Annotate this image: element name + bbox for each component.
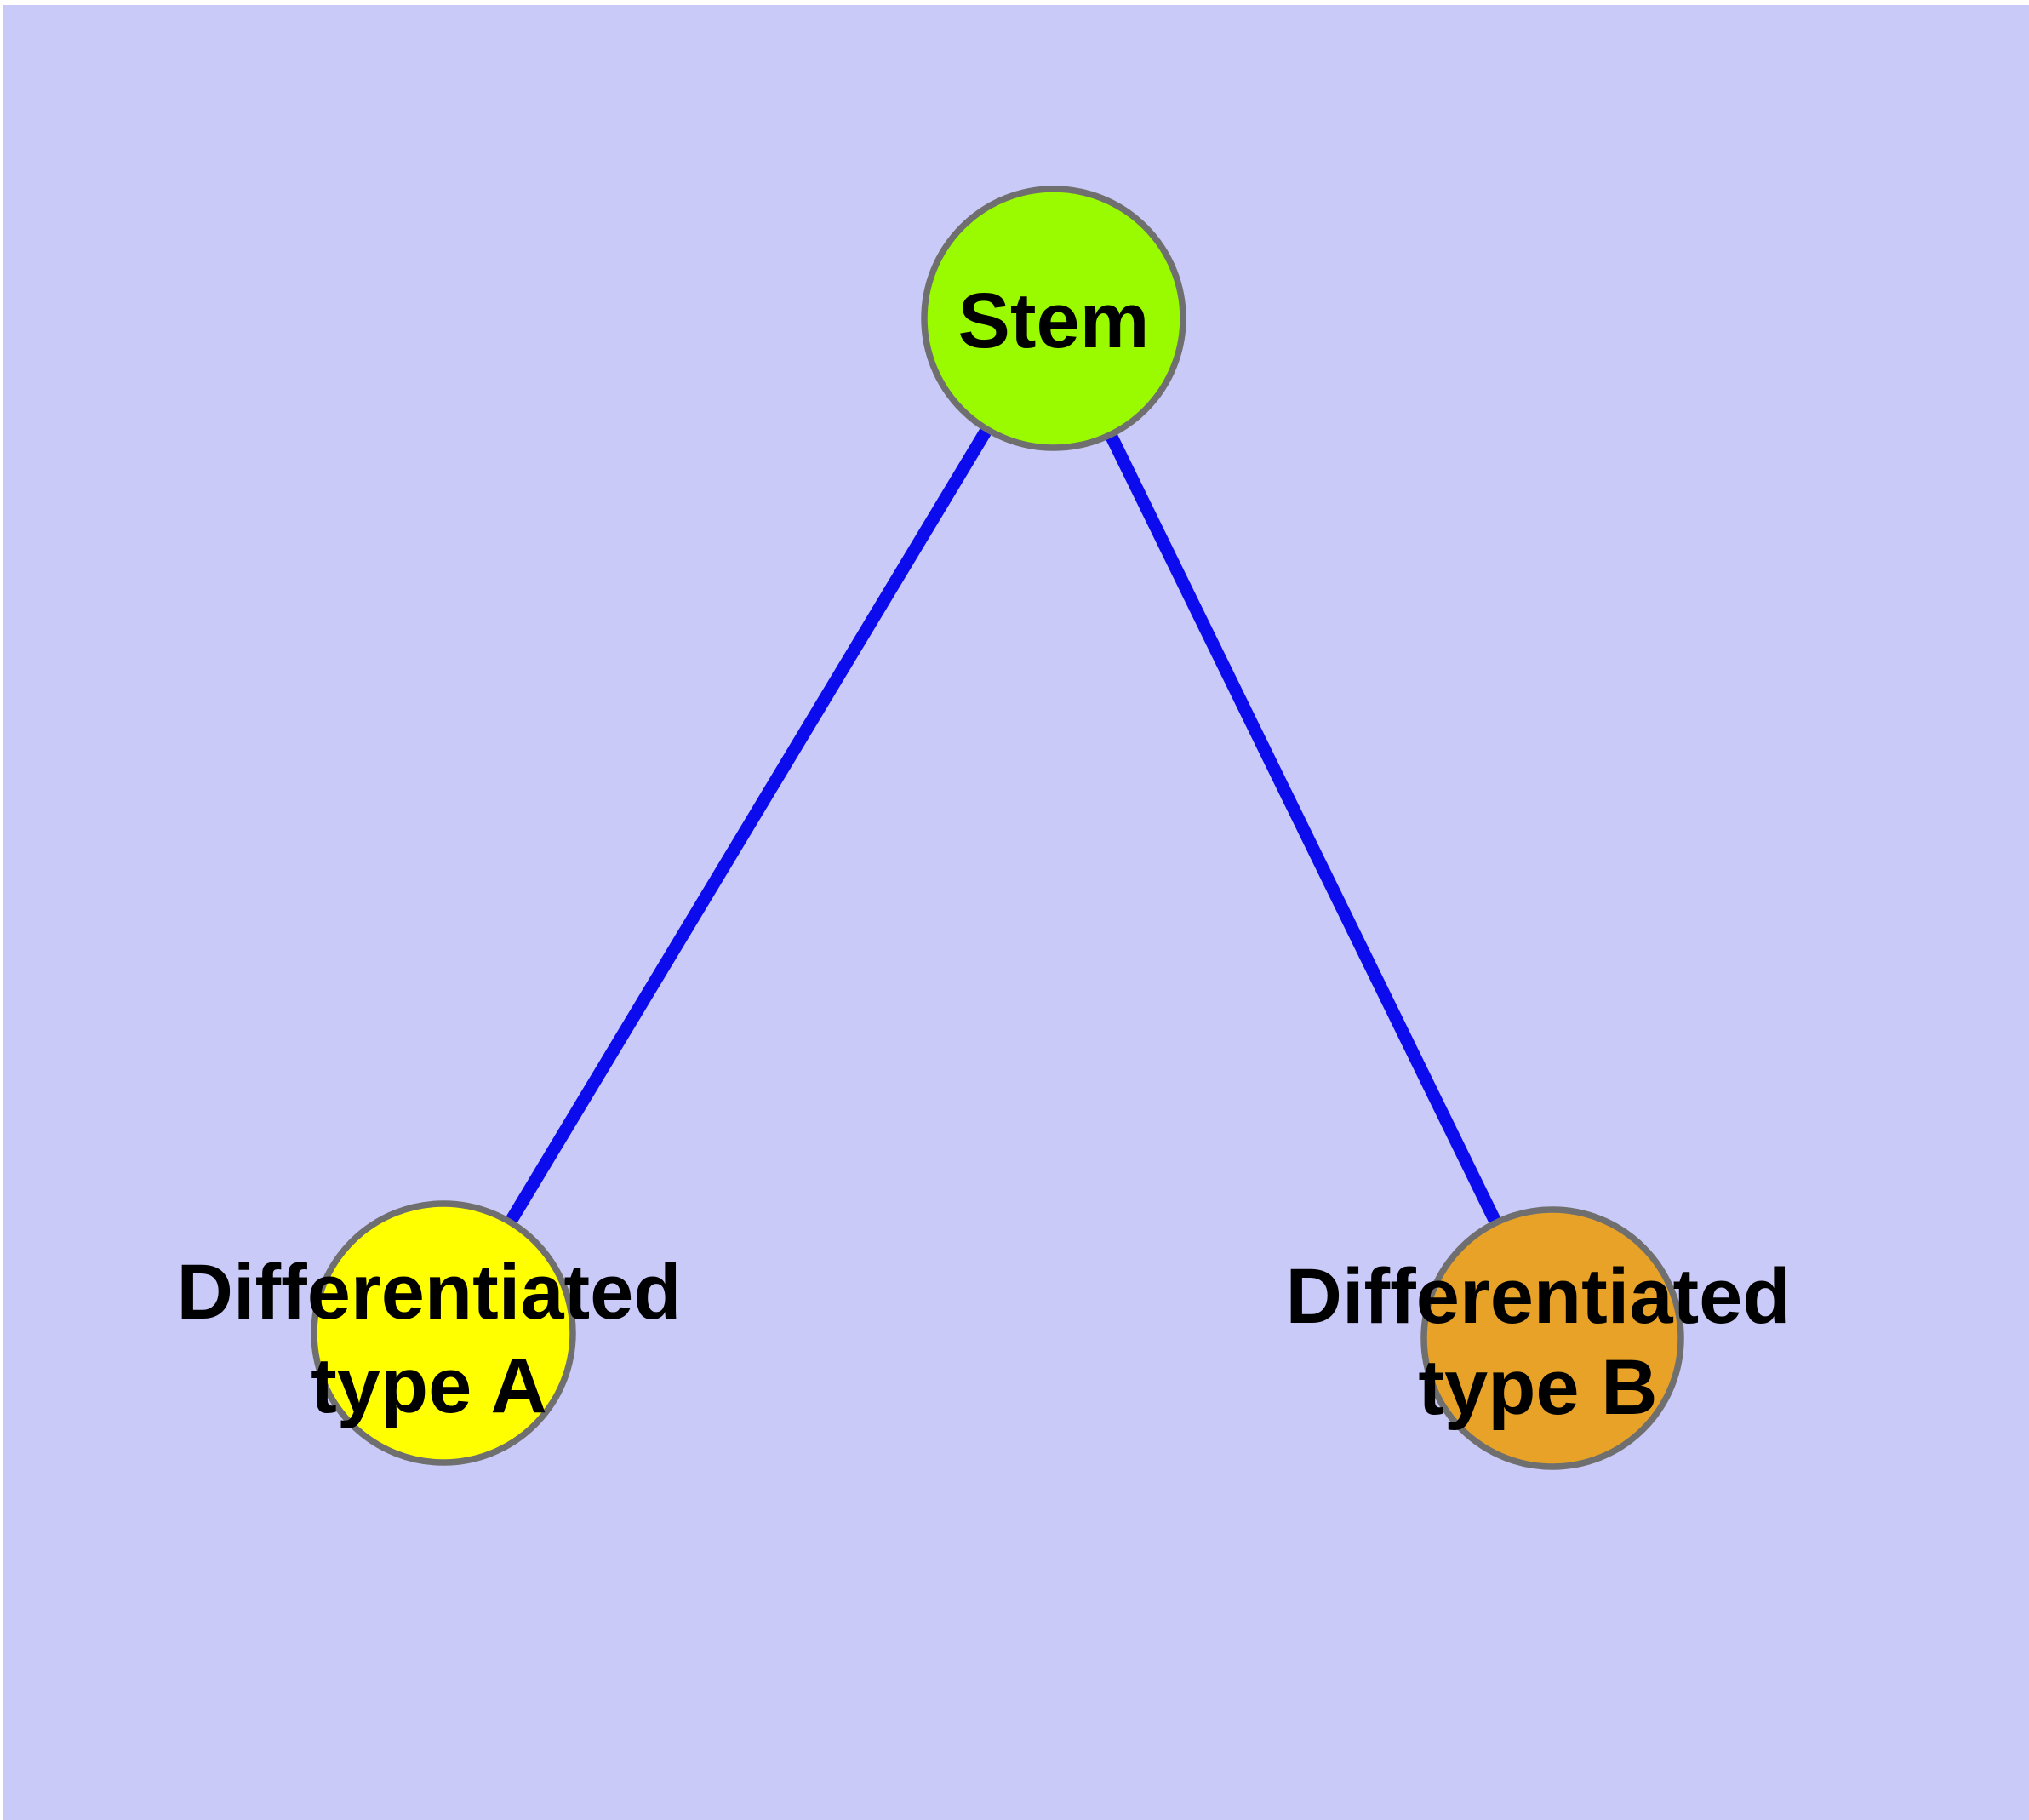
- edge-stem-to-type-b: [1048, 315, 1558, 1342]
- edges: [437, 315, 1558, 1342]
- node-type-a-label-line1: Differentiated: [177, 1249, 682, 1336]
- node-type-b: Differentiated type B: [1286, 1206, 1791, 1470]
- node-type-b-label-line1: Differentiated: [1286, 1253, 1791, 1340]
- node-type-b-circle: [1420, 1206, 1684, 1470]
- node-stem: Stem: [921, 186, 1186, 451]
- node-stem-label: Stem: [958, 278, 1150, 364]
- node-type-a-label-line2: type A: [311, 1342, 547, 1429]
- edge-stem-to-type-a: [437, 315, 1060, 1336]
- node-type-a-circle: [311, 1200, 576, 1466]
- node-stem-circle: [921, 186, 1186, 451]
- node-type-b-label-line2: type B: [1418, 1344, 1657, 1431]
- node-type-a: Differentiated type A: [177, 1200, 682, 1466]
